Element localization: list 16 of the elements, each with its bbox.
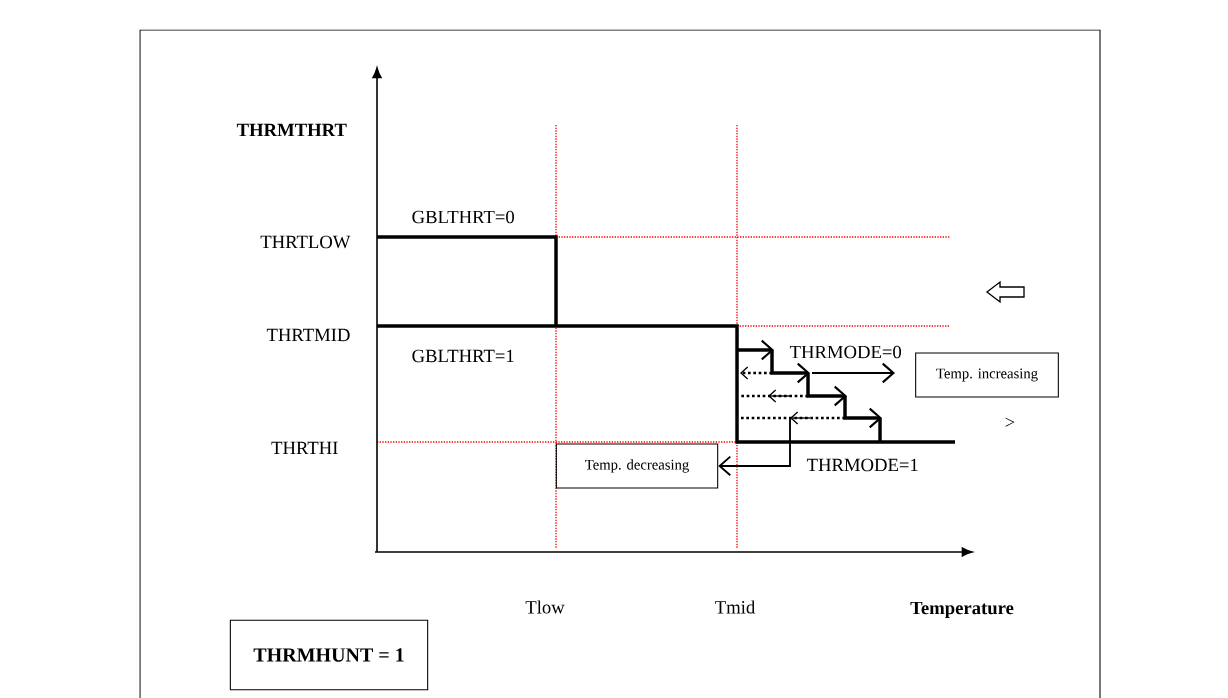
level-label: THRTMID (266, 328, 350, 342)
mode-label: THRMODE=0 (789, 345, 902, 359)
level-label: THRTHI (271, 441, 338, 455)
status-box: Temp. increasing (915, 352, 1059, 398)
curve-label: GBLTHRT=1 (412, 349, 514, 363)
curve-label: GBLTHRT=0 (412, 210, 514, 224)
tick-label: Tmid (715, 600, 755, 614)
mode-label: THRMODE=1 (806, 458, 918, 472)
axis-title: THRMTHRT (236, 123, 347, 137)
status-box: Temp. decreasing (555, 443, 719, 489)
tick-label: Tlow (525, 600, 565, 614)
level-label: THRTLOW (260, 235, 351, 249)
axis-title: Temperature (910, 601, 1014, 619)
arrow (718, 417, 791, 477)
mode-box: THRMHUNT = 1 (229, 619, 429, 691)
marker-label: > (1005, 417, 1015, 427)
